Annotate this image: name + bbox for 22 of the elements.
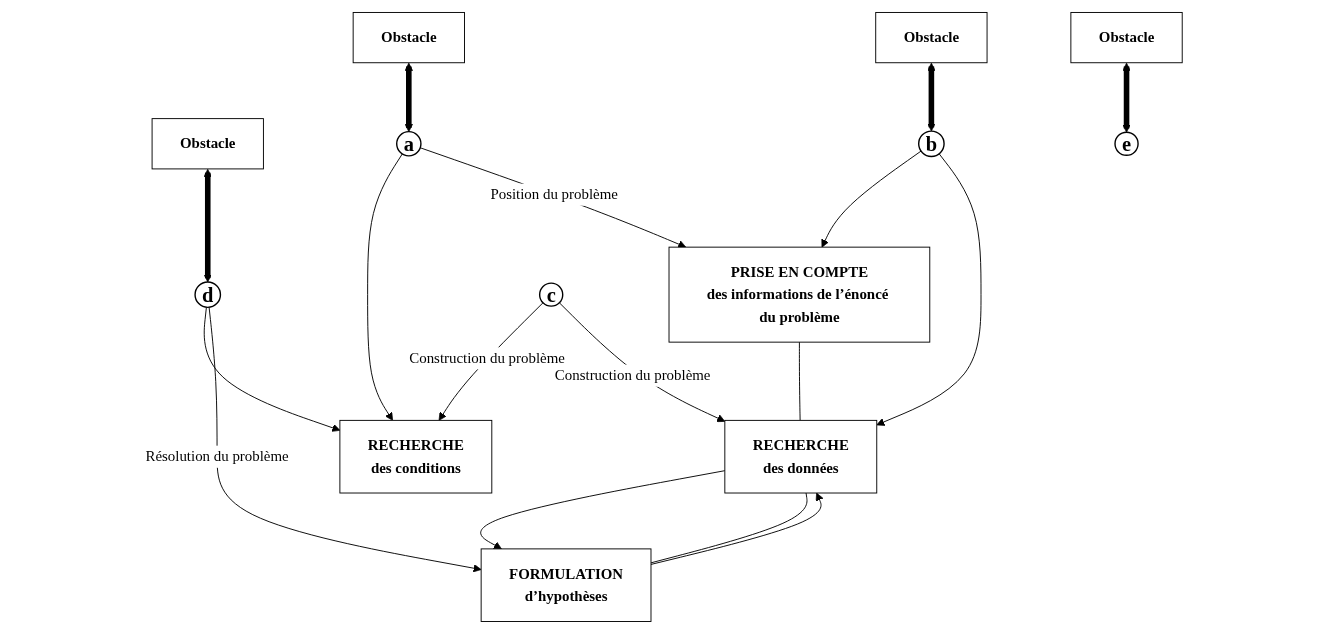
node-circle: c	[539, 282, 564, 307]
arrow	[1122, 62, 1131, 133]
node-circle: b	[918, 130, 945, 158]
node-box: RECHERCHE des conditions	[339, 419, 493, 494]
edge-label: Construction du problème	[409, 350, 566, 366]
edge-label: Résolution du problème	[145, 448, 289, 465]
arrow	[927, 62, 936, 132]
edge-label: Construction du problème	[555, 367, 711, 384]
connector	[799, 341, 801, 421]
node-circle: e	[1114, 131, 1139, 156]
node-circle: a	[396, 130, 422, 157]
arrow	[203, 168, 212, 283]
arrow	[404, 62, 414, 133]
node-box: Obstacle	[875, 12, 988, 64]
node-box: FORMULATION d’hypothèses	[480, 548, 652, 622]
node-box: Obstacle	[352, 12, 466, 64]
edge-label: Position du problème	[490, 186, 619, 203]
node-box: RECHERCHE des données	[724, 419, 878, 494]
node-box: Obstacle	[151, 118, 265, 170]
node-box: Obstacle	[1070, 12, 1183, 64]
node-box: PRISE EN COMPTE des informations de l’énoncé du problème	[668, 246, 931, 343]
node-circle: d	[194, 281, 222, 309]
